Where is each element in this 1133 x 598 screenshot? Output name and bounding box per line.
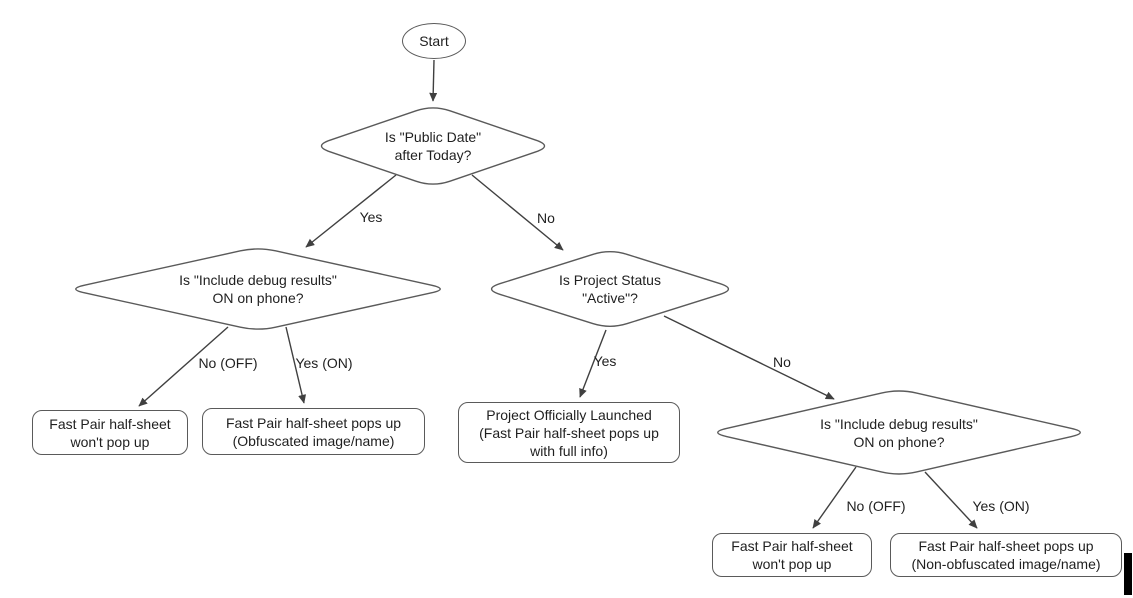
start-node: Start — [402, 23, 466, 59]
diamond-shape — [320, 107, 546, 185]
edge-label-no-mid: No — [773, 354, 791, 370]
decision-debug-left-label: Is "Include debug results" ON on phone? — [179, 272, 337, 306]
text-cursor — [1124, 553, 1132, 595]
edge-nooff-to-no-popup-right — [812, 466, 857, 529]
outcome-obfuscated-label: Fast Pair half-sheet pops up (Obfuscated… — [225, 414, 402, 449]
outcome-no-popup-left: Fast Pair half-sheet won't pop up — [32, 410, 188, 455]
edge-yeson-to-non-obfuscated — [924, 471, 978, 529]
edge-nooff-to-no-popup-left — [138, 326, 229, 407]
edge-start-to-public-date — [429, 59, 438, 102]
outcome-no-popup-right-label: Fast Pair half-sheet won't pop up — [731, 538, 853, 572]
decision-public-date-label: Is "Public Date" after Today? — [384, 129, 482, 163]
edge-yes-to-launched — [579, 329, 607, 398]
start-label: Start — [419, 33, 449, 49]
edge-label-no-top: No — [537, 210, 555, 226]
diamond-shape — [75, 248, 441, 330]
edge-no-to-status — [471, 174, 564, 251]
edge-yes-to-debug-left — [305, 174, 397, 248]
outcome-no-popup-left-label: Fast Pair half-sheet won't pop up — [49, 415, 171, 450]
outcome-obfuscated: Fast Pair half-sheet pops up (Obfuscated… — [202, 408, 425, 455]
edge-label-yes-top: Yes — [359, 209, 383, 225]
diamond-shape — [490, 251, 730, 327]
edge-label-yes-on-left: Yes (ON) — [295, 355, 353, 371]
edge-label-no-off-left: No (OFF) — [198, 355, 258, 371]
decision-debug-right: Is "Include debug results" ON on phone? — [708, 388, 1090, 477]
decision-debug-left: Is "Include debug results" ON on phone? — [66, 246, 450, 332]
decision-public-date: Is "Public Date" after Today? — [312, 104, 554, 188]
edge-no-to-debug-right — [663, 315, 835, 400]
decision-debug-right-label: Is "Include debug results" ON on phone? — [820, 415, 978, 450]
edge-yeson-to-obfuscated — [285, 326, 307, 404]
diamond-shape — [717, 390, 1081, 475]
outcome-launched: Project Officially Launched (Fast Pair h… — [458, 402, 680, 463]
decision-project-status: Is Project Status "Active"? — [482, 248, 738, 330]
edge-label-yes-mid: Yes — [593, 353, 617, 369]
outcome-launched-label: Project Officially Launched (Fast Pair h… — [479, 406, 659, 459]
outcome-non-obfuscated-label: Fast Pair half-sheet pops up (Non-obfusc… — [911, 538, 1101, 572]
edge-label-yes-on-right: Yes (ON) — [972, 498, 1030, 514]
edge-label-no-off-right: No (OFF) — [846, 498, 906, 514]
outcome-non-obfuscated: Fast Pair half-sheet pops up (Non-obfusc… — [890, 533, 1122, 577]
decision-project-status-label: Is Project Status "Active"? — [559, 272, 661, 306]
outcome-no-popup-right: Fast Pair half-sheet won't pop up — [712, 533, 872, 577]
